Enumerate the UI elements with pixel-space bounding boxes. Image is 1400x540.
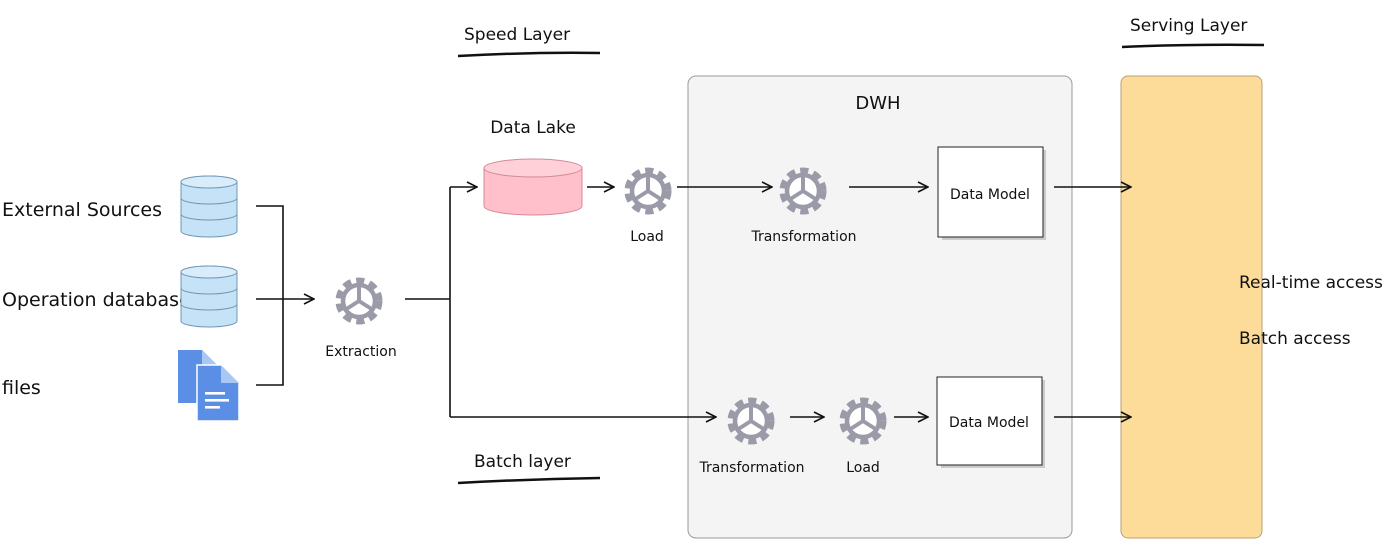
- database-icon: [180, 175, 238, 238]
- sources-merge-line: [256, 205, 284, 386]
- gear-icon: [629, 172, 667, 210]
- data-lake-label: Data Lake: [490, 118, 576, 138]
- batch-transformation-label: Transformation: [698, 460, 804, 476]
- batch-data-model-box: [936, 376, 1043, 466]
- database-icon: [180, 265, 238, 328]
- speed-data-model-box: [937, 146, 1044, 238]
- operation-database-label: Operation database: [2, 289, 191, 311]
- serving-layer-underline: [1121, 43, 1265, 49]
- cylinder-icon: [483, 158, 583, 216]
- batch-layer-underline: [457, 476, 601, 485]
- batch-layer-title: Batch layer: [474, 452, 571, 472]
- speed-load-label: Load: [630, 229, 664, 245]
- speed-layer-title: Speed Layer: [464, 25, 570, 45]
- extraction-label: Extraction: [325, 344, 396, 360]
- speed-transformation-label: Transformation: [750, 229, 856, 245]
- external-sources-label: External Sources: [2, 199, 162, 221]
- batch-access-label: Batch access: [1239, 329, 1351, 349]
- speed-data-model-label: Data Model: [950, 187, 1030, 203]
- gear-icon: [340, 282, 378, 320]
- realtime-access-label: Real-time access: [1239, 273, 1383, 293]
- serving-layer-container: [1120, 75, 1263, 539]
- batch-data-model-label: Data Model: [949, 415, 1029, 431]
- serving-layer-title: Serving Layer: [1130, 16, 1247, 36]
- files-icon: [178, 350, 240, 422]
- files-label: files: [2, 377, 41, 399]
- dwh-title: DWH: [855, 93, 900, 114]
- speed-layer-underline: [457, 51, 601, 58]
- batch-load-label: Load: [846, 460, 880, 476]
